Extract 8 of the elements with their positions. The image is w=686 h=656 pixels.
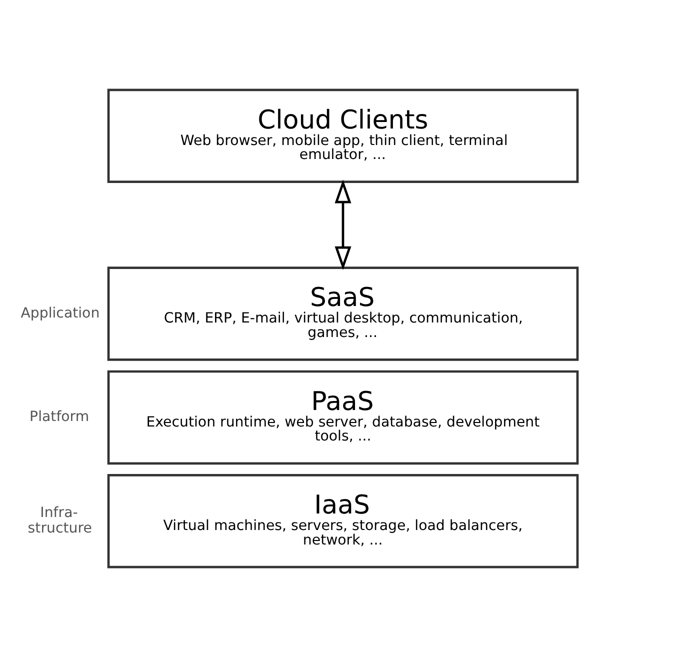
node-label: Platform	[30, 408, 90, 425]
node-label: Application	[20, 304, 100, 321]
arrow	[334, 179, 352, 270]
node-box: SaaS CRM, ERP, E-mail, virtual desktop, communication, games, ...	[107, 266, 579, 360]
node-box: PaaS Execution runtime, web server, database, development tools, ...	[107, 370, 579, 464]
node-label: Infra- structure	[28, 504, 92, 536]
node-box: IaaS Virtual machines, servers, storage, load balancers, network, ...	[107, 474, 579, 568]
node-box: Cloud Clients Web browser, mobile app, thin client, terminal emulator, ...	[107, 88, 579, 182]
